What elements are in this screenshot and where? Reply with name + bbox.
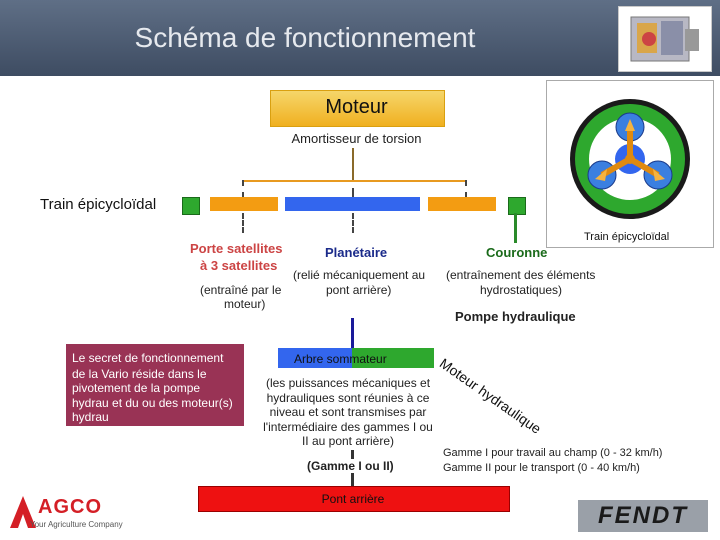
couronne-title: Couronne: [486, 245, 548, 260]
dash-left: [242, 180, 244, 198]
porte-desc-1: (entraîné par le: [200, 283, 282, 297]
arbre-blue-bar: [278, 348, 352, 368]
orange-connector-line: [242, 180, 466, 182]
inset-caption: Train épicycloïdal: [584, 231, 670, 243]
agco-tagline: Your Agriculture Company: [30, 520, 123, 529]
agco-logo: [8, 494, 118, 532]
secret-line-4: hydrau et du ou des moteur(s): [72, 396, 233, 410]
agco-logo-text: AGCO: [38, 496, 102, 518]
porte-desc-2: moteur): [224, 297, 266, 311]
couronne-desc-2: hydrostatiques): [480, 283, 563, 297]
carrier-bar-left: [210, 197, 278, 211]
porte-title-1: Porte satellites: [190, 241, 283, 256]
pompe-label: Pompe hydraulique: [455, 309, 576, 324]
arbre-green-bar: [352, 348, 434, 368]
secret-line-2: de la Vario réside dans le: [72, 367, 207, 381]
ring-output-line: [514, 213, 517, 243]
arbre-desc-3: niveau et sont transmises par: [269, 405, 427, 419]
header-bar: [0, 0, 720, 76]
dash-left-low: [242, 213, 244, 233]
secret-line-5: hydrau: [72, 410, 109, 424]
moteur-hydrau-label: Moteur hydraulique: [436, 355, 545, 437]
gearbox-thumbnail-image: [618, 6, 712, 72]
arbre-label: Arbre sommateur: [294, 352, 387, 366]
planet-bar: [285, 197, 420, 211]
secret-box: [66, 344, 244, 426]
pont-arriere-label: Pont arrière: [321, 492, 385, 506]
gamme-1-desc: Gamme I pour travail au champ (0 - 32 km…: [443, 447, 663, 459]
carrier-bar-right: [428, 197, 496, 211]
moteur-box: [270, 90, 445, 127]
arbre-desc-5: II au pont arrière): [301, 434, 395, 448]
dash-right: [465, 180, 467, 198]
train-label: Train épicycloïdal: [40, 196, 157, 213]
gamme-2-desc: Gamme II pour le transport (0 - 40 km/h): [443, 462, 640, 474]
dash-center: [352, 188, 354, 198]
moteur-label: Moteur: [325, 96, 388, 118]
arbre-desc-1: (les puissances mécaniques et: [265, 376, 431, 390]
gamme-label: (Gamme I ou II): [305, 459, 396, 473]
dash-center-low: [352, 213, 354, 233]
ring-right-block: [508, 197, 526, 215]
pont-arriere-bar: [198, 486, 510, 512]
page-title: Schéma de fonctionnement: [134, 22, 476, 53]
secret-line-1: Le secret de fonctionnement: [72, 351, 224, 365]
amortisseur-label: Amortisseur de torsion: [291, 131, 422, 146]
arbre-desc-4: l'intermédiaire des gammes I ou: [263, 420, 433, 434]
fendt-logo: FENDT: [578, 500, 708, 532]
engine-shaft-line: [352, 148, 354, 180]
porte-title-2: à 3 satellites: [200, 258, 278, 273]
planetaire-desc-1: (relié mécaniquement au: [293, 268, 426, 282]
secret-line-3: pivotement de la pompe: [72, 381, 201, 395]
planet-output-line: [351, 318, 354, 348]
planetaire-desc-2: pont arrière): [326, 283, 392, 297]
arbre-desc-2: hydrauliques sont réunies à ce: [266, 391, 430, 405]
ring-left-block: [182, 197, 200, 215]
couronne-desc-1: (entraînement des éléments: [446, 268, 596, 282]
planetary-inset: [546, 80, 714, 248]
planetaire-title: Planétaire: [325, 245, 388, 260]
